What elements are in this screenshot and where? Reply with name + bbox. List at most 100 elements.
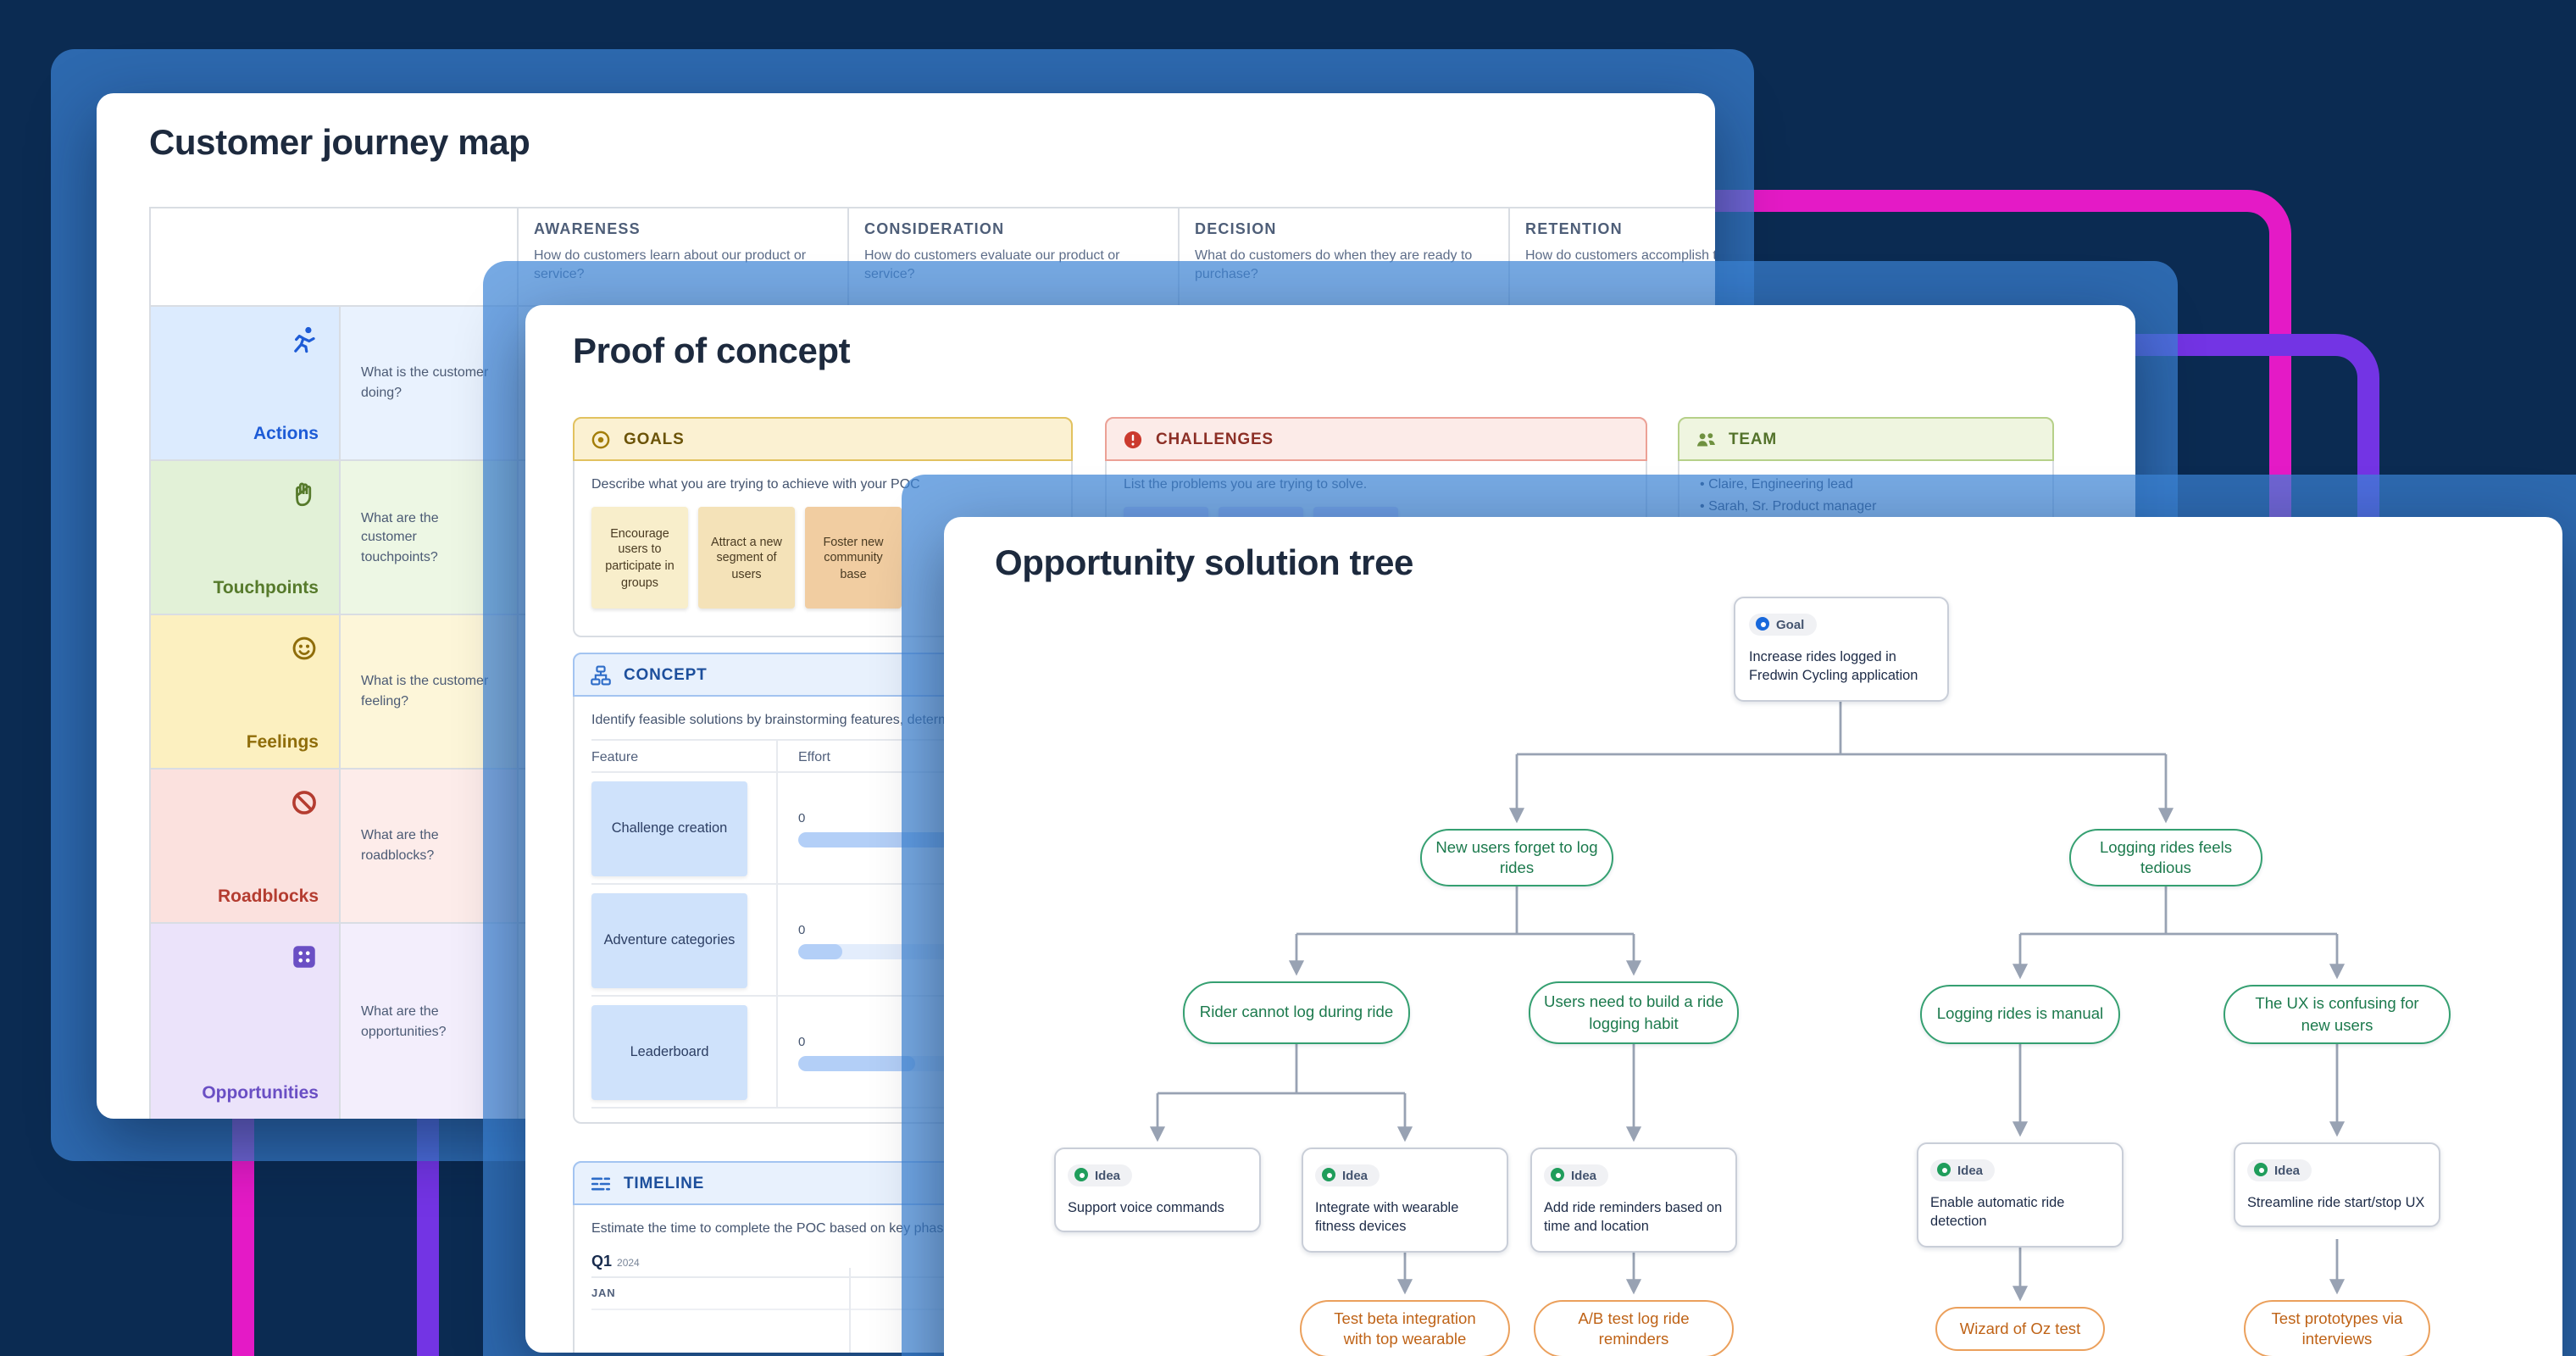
goal-badge-icon <box>1756 617 1769 631</box>
target-icon <box>590 428 612 450</box>
challenges-label: CHALLENGES <box>1156 430 1274 448</box>
grid-icon <box>290 942 319 971</box>
stage-label: DECISION <box>1195 220 1277 237</box>
goals-stickies: Encourage users to participate in groups… <box>591 507 1054 609</box>
goal-node[interactable]: Goal Increase rides logged in Fredwin Cy… <box>1734 597 1949 702</box>
sticky-text: Foster new community base <box>823 533 884 582</box>
idea-node[interactable]: Idea Enable automatic ride detection <box>1917 1142 2124 1248</box>
idea-node[interactable]: Idea Add ride reminders based on time an… <box>1530 1148 1737 1253</box>
idea-badge-label: Idea <box>1571 1167 1597 1182</box>
idea-text: Integrate with wearable fitness devices <box>1315 1200 1459 1235</box>
timeline-label: TIMELINE <box>624 1174 705 1192</box>
idea-badge-icon <box>1322 1168 1335 1181</box>
opportunity-text: The UX is confusing for new users <box>2255 995 2419 1033</box>
opportunity-node[interactable]: Users need to build a ride logging habit <box>1529 981 1739 1044</box>
month-label: JAN <box>591 1288 616 1301</box>
stage-label: CONSIDERATION <box>864 220 1005 237</box>
opportunity-text: Logging rides feels tedious <box>2099 838 2233 876</box>
idea-badge-label: Idea <box>1342 1167 1368 1182</box>
no-entry-icon <box>290 788 319 817</box>
team-label: TEAM <box>1729 430 1778 448</box>
opportunity-text: New users forget to log rides <box>1435 838 1598 876</box>
journey-row-header: Opportunities <box>151 924 341 1119</box>
idea-badge: Idea <box>1315 1164 1380 1186</box>
journey-row-header: Roadblocks <box>151 770 341 924</box>
experiment-node[interactable]: Test beta integration with top wearable <box>1300 1300 1510 1356</box>
concept-label: CONCEPT <box>624 665 708 684</box>
feature-column-header: Feature <box>591 741 778 772</box>
sticky-note[interactable]: Attract a new segment of users <box>698 507 795 609</box>
idea-badge-label: Idea <box>1095 1167 1121 1182</box>
runner-icon <box>290 325 319 354</box>
idea-badge: Idea <box>2247 1159 2312 1181</box>
concept-table-row: Leaderboard 0 <box>591 997 1054 1109</box>
stage-description: How do customers accomplish th <box>1525 247 1715 263</box>
hand-icon <box>290 480 319 508</box>
journey-map-title: Customer journey map <box>149 124 530 163</box>
opportunity-node[interactable]: Logging rides feels tedious <box>2069 829 2262 886</box>
face-icon <box>290 634 319 663</box>
timeline-grid-line <box>849 1268 851 1353</box>
year-label: 2024 <box>617 1259 640 1270</box>
question-text: What are the roadblocks? <box>361 827 439 863</box>
goals-description: Describe what you are trying to achieve … <box>591 476 920 492</box>
feature-sticky[interactable]: Adventure categories <box>591 892 747 988</box>
tree-connectors <box>1149 685 2346 1302</box>
goal-badge: Goal <box>1749 613 1817 635</box>
goal-text: Increase rides logged in Fredwin Cycling… <box>1749 649 1918 684</box>
experiment-node[interactable]: Test prototypes via interviews <box>2244 1300 2430 1356</box>
concept-description: Identify feasible solutions by brainstor… <box>591 712 960 727</box>
idea-text: Enable automatic ride detection <box>1930 1195 2065 1230</box>
sticky-note[interactable]: Encourage users to participate in groups <box>591 507 688 609</box>
sticky-text: Encourage users to participate in groups <box>605 525 675 590</box>
opportunity-text: Logging rides is manual <box>1936 1005 2104 1023</box>
goals-label: GOALS <box>624 430 685 448</box>
journey-header-row: AWARENESS How do customers learn about o… <box>151 208 1715 307</box>
idea-node[interactable]: Idea Support voice commands <box>1054 1148 1261 1233</box>
effort-bar-fill <box>798 1055 915 1071</box>
opportunity-node[interactable]: The UX is confusing for new users <box>2223 985 2451 1044</box>
journey-row-header: Touchpoints <box>151 461 341 615</box>
question-text: What is the customer feeling? <box>361 673 489 709</box>
ost-title: Opportunity solution tree <box>995 544 1413 583</box>
journey-row-label: Touchpoints <box>213 578 319 598</box>
concept-table-header: Feature Effort <box>591 739 1054 774</box>
opportunity-text: Users need to build a ride logging habit <box>1544 993 1724 1031</box>
idea-badge-icon <box>1551 1168 1564 1181</box>
stage-label: AWARENESS <box>534 220 641 237</box>
feature-sticky[interactable]: Leaderboard <box>591 1004 747 1100</box>
opportunity-node[interactable]: Logging rides is manual <box>1920 985 2120 1044</box>
idea-badge: Idea <box>1930 1159 1996 1181</box>
journey-row-label: Opportunities <box>202 1083 319 1103</box>
effort-value: 0 <box>798 1033 806 1049</box>
experiment-text: Wizard of Oz test <box>1959 1320 2081 1337</box>
team-icon <box>1695 428 1717 450</box>
journey-corner-cell <box>151 208 519 307</box>
experiment-node[interactable]: Wizard of Oz test <box>1935 1307 2105 1351</box>
idea-badge: Idea <box>1068 1164 1133 1186</box>
journey-row-header: Actions <box>151 307 341 461</box>
sticky-text: Attract a new segment of users <box>711 533 782 582</box>
timeline-icon <box>590 1172 612 1194</box>
effort-column-header: Effort <box>798 748 830 764</box>
goals-header: GOALS <box>573 417 1073 461</box>
sticky-note[interactable]: Foster new community base <box>805 507 902 609</box>
journey-row-label: Actions <box>253 424 319 444</box>
question-text: What is the customer doing? <box>361 364 489 400</box>
idea-badge-icon <box>1074 1168 1088 1181</box>
journey-row-label: Feelings <box>246 732 319 753</box>
opportunity-node[interactable]: New users forget to log rides <box>1420 829 1613 886</box>
timeline-month-row: JAN <box>591 1288 1054 1311</box>
poc-title: Proof of concept <box>573 332 851 371</box>
opportunity-node[interactable]: Rider cannot log during ride <box>1183 981 1410 1044</box>
idea-node[interactable]: Idea Streamline ride start/stop UX <box>2234 1142 2440 1228</box>
team-header: TEAM <box>1678 417 2054 461</box>
idea-text: Support voice commands <box>1068 1200 1224 1215</box>
experiment-node[interactable]: A/B test log ride reminders <box>1534 1300 1734 1356</box>
feature-sticky[interactable]: Challenge creation <box>591 781 747 876</box>
quarter-label: Q1 <box>591 1253 613 1270</box>
idea-text: Streamline ride start/stop UX <box>2247 1195 2425 1210</box>
idea-badge-label: Idea <box>2274 1162 2301 1177</box>
org-chart-icon <box>590 664 612 686</box>
idea-node[interactable]: Idea Integrate with wearable fitness dev… <box>1302 1148 1508 1253</box>
